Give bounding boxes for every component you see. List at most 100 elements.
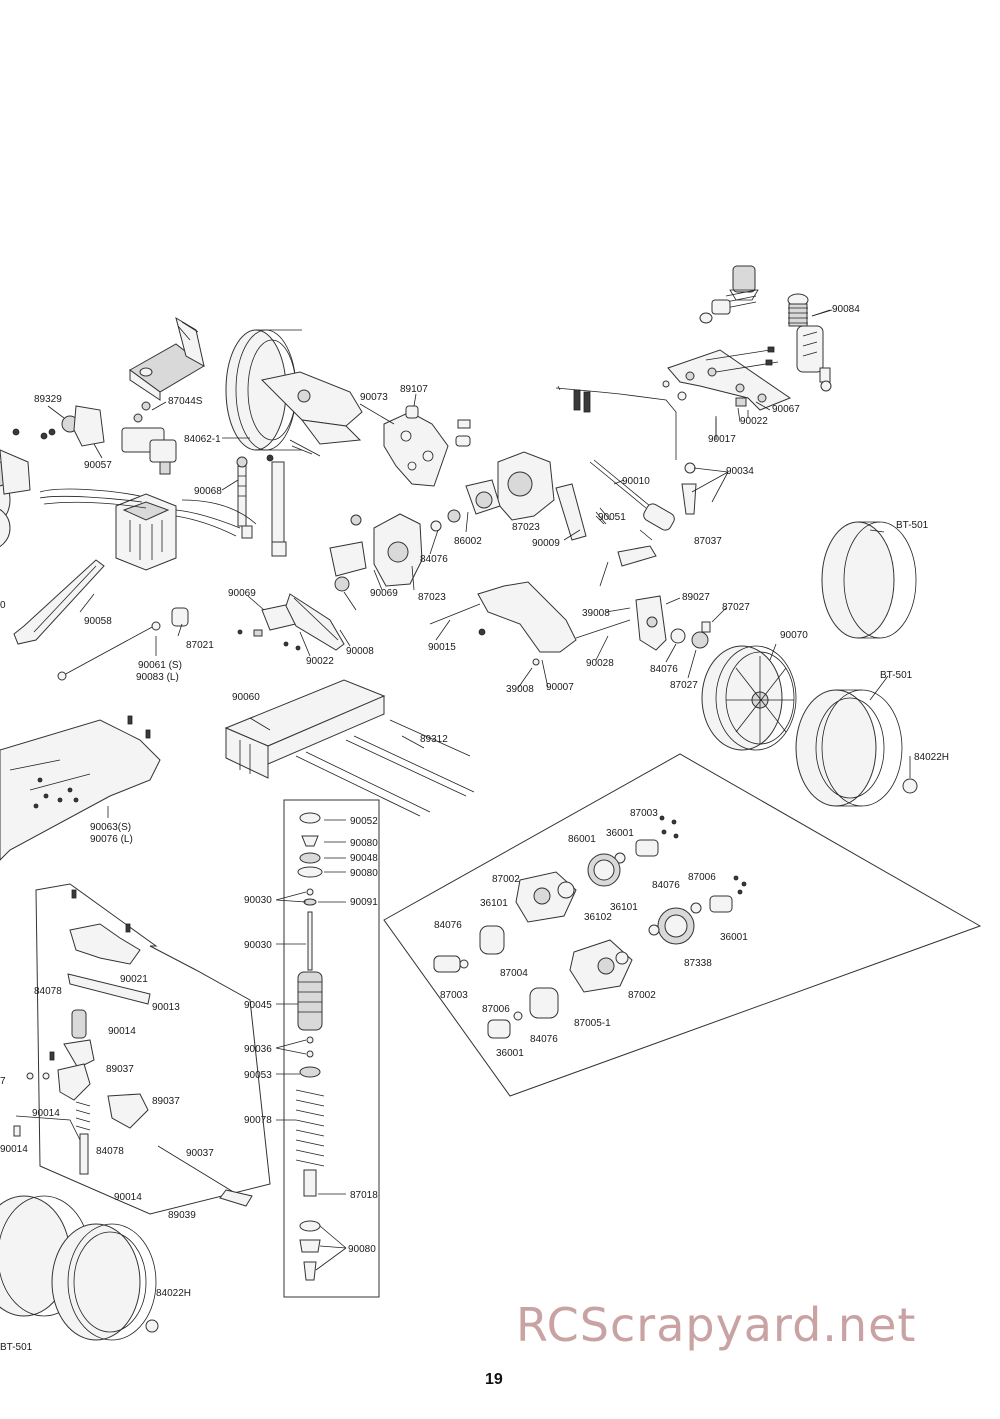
spur-gear-left: [0, 449, 31, 548]
rear-shock-tower: [667, 346, 792, 411]
rear-shock: [787, 293, 832, 392]
part-label: 84078: [96, 1146, 124, 1157]
watermark: RCScrapyard.net: [516, 1298, 917, 1352]
part-label: 87037: [694, 536, 722, 547]
part-label: 87003: [630, 808, 658, 819]
part-label: 87021: [186, 640, 214, 651]
part-label: 87023: [512, 522, 540, 533]
part-label: 89039: [168, 1210, 196, 1221]
part-label: 90009: [532, 538, 560, 549]
wheel-nut-right: [902, 778, 918, 794]
shock-exploded: [295, 812, 325, 1281]
front-brace: [13, 559, 105, 645]
part-label: 90091: [350, 897, 378, 908]
part-label: 87003: [440, 990, 468, 1001]
part-label: 90060: [232, 692, 260, 703]
part-label: 87044S: [168, 396, 203, 407]
part-label: 0: [0, 600, 6, 611]
page-number: 19: [485, 1371, 503, 1388]
part-label: 90073: [360, 392, 388, 403]
part-label: 90014: [108, 1026, 136, 1037]
part-label: 90030: [244, 895, 272, 906]
part-label: 87027: [670, 680, 698, 691]
tire-upper-right: [821, 521, 917, 639]
tire-lower-right: [795, 689, 903, 807]
part-label: 90083 (L): [136, 672, 179, 683]
part-label: 89027: [682, 592, 710, 603]
part-label: 84062-1: [184, 434, 221, 445]
rear-hub: [635, 595, 711, 651]
part-label: 84076: [650, 664, 678, 675]
part-label: 87002: [628, 990, 656, 1001]
part-label: BT-501: [0, 1342, 33, 1353]
part-label: 90028: [586, 658, 614, 669]
part-label: 90076 (L): [90, 834, 133, 845]
part-label: 90048: [350, 853, 378, 864]
main-chassis: [0, 715, 161, 861]
wheel-top: [225, 329, 363, 457]
steering-link: [57, 607, 189, 681]
shock-leader-lines: [275, 819, 347, 1271]
gearbox: [329, 405, 471, 592]
part-label: 87027: [722, 602, 750, 613]
part-label: 90015: [428, 642, 456, 653]
part-label: 89312: [420, 734, 448, 745]
part-label: 86002: [454, 536, 482, 547]
anti-roll-bar: [555, 380, 687, 460]
part-label: 90061 (S): [138, 660, 182, 671]
part-label: BT-501: [880, 670, 913, 681]
motor: [129, 316, 205, 401]
part-label: 90070: [780, 630, 808, 641]
part-label: 87006: [688, 872, 716, 883]
part-label: 87002: [492, 874, 520, 885]
shock-detail-frame: [283, 799, 380, 1298]
motor-mount: [12, 401, 177, 475]
rear-lower-arm: [429, 581, 631, 666]
battery-straps: [295, 719, 475, 817]
part-label: 90013: [152, 1002, 180, 1013]
part-label: 90008: [346, 646, 374, 657]
part-label: 90080: [350, 838, 378, 849]
esc: [39, 488, 257, 571]
diff-exploded: [433, 815, 747, 1039]
part-label: 90057: [84, 460, 112, 471]
part-label: 87006: [482, 1004, 510, 1015]
part-label: 36001: [606, 828, 634, 839]
diff-detail-frame: [383, 753, 982, 1097]
part-label: 89037: [152, 1096, 180, 1107]
part-label: 90067: [772, 404, 800, 415]
part-label: 90014: [32, 1108, 60, 1119]
leader-lines: [47, 309, 911, 818]
tires-bottom-left: [0, 1195, 159, 1341]
part-label: 90014: [0, 1144, 28, 1155]
front-suspension-mounts: [237, 593, 345, 651]
part-label: 84078: [34, 986, 62, 997]
part-label: 84076: [420, 554, 448, 565]
part-label: 90030: [244, 940, 272, 951]
part-label: 90084: [832, 304, 860, 315]
part-label: 90051: [598, 512, 626, 523]
part-label: 90053: [244, 1070, 272, 1081]
part-label: 90022: [306, 656, 334, 667]
rear-diff-assembly: [430, 451, 587, 541]
part-label: 90022: [740, 416, 768, 427]
part-label: 90017: [708, 434, 736, 445]
part-label: 36102: [584, 912, 612, 923]
part-label: 90052: [350, 816, 378, 827]
part-label: 90036: [244, 1044, 272, 1055]
part-label: 89037: [106, 1064, 134, 1075]
part-label: 84022H: [914, 752, 949, 763]
part-label: 90069: [370, 588, 398, 599]
part-label: 86001: [568, 834, 596, 845]
rear-shock-upper: [699, 265, 759, 324]
part-label: 84076: [530, 1034, 558, 1045]
part-label: 87005-1: [574, 1018, 611, 1029]
part-label: 87018: [350, 1190, 378, 1201]
part-label: 87004: [500, 968, 528, 979]
part-label: 90007: [546, 682, 574, 693]
part-label: 90037: [186, 1148, 214, 1159]
part-label: 90069: [228, 588, 256, 599]
part-label: 89329: [34, 394, 62, 405]
part-label: 7: [0, 1076, 6, 1087]
